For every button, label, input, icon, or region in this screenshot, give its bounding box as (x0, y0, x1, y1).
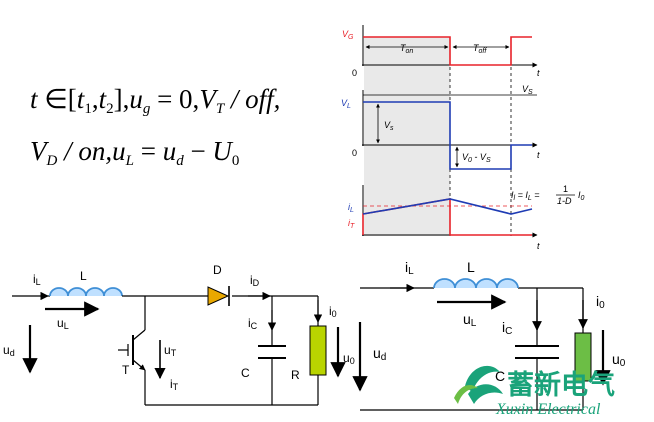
right-c-label: C (495, 368, 505, 384)
ut-label: uT (164, 343, 177, 358)
equation-line-1: t ∈[t1,t2],ug = 0,VT / off, (30, 84, 280, 117)
il-waveform (362, 198, 533, 215)
waveform-panel: VG Ton Toff 0 t VS VL Vs 0 t V0 - VS iL … (341, 25, 585, 251)
left-u0-label: u0 (343, 351, 355, 366)
svg-text:I0: I0 (578, 190, 585, 202)
logo-leaf-icon (454, 365, 503, 404)
right-resistor (574, 332, 592, 382)
right-u0-label: u0 (612, 351, 626, 369)
left-ic-label: iC (248, 316, 258, 331)
time-label-1: t (537, 68, 540, 78)
left-ul-label: uL (57, 316, 69, 331)
right-ul-label: uL (463, 311, 477, 329)
id-label: iD (250, 273, 260, 288)
right-ic-label: iC (502, 319, 512, 337)
transistor-symbol (118, 329, 146, 371)
equation: t ∈[t1,t2],ug = 0,VT / off, VD / on,uL =… (30, 84, 280, 169)
v0vs-label: V0 - VS (462, 152, 491, 164)
vg-label: VG (342, 29, 354, 41)
left-ud-label: ud (3, 343, 15, 358)
vs-top-label: VS (522, 84, 533, 96)
left-boost-circuit (12, 291, 319, 406)
logo-english-text: Xuxin Electrical (495, 401, 601, 418)
left-il-label: iL (33, 272, 41, 287)
right-il-label: iL (405, 259, 414, 277)
right-i0-label: i0 (596, 293, 605, 311)
zero-label-2: 0 (352, 148, 357, 158)
right-l-label: L (467, 259, 475, 275)
left-i0-label: i0 (329, 304, 337, 319)
equation-line-2: VD / on,uL = ud − U0 (30, 136, 239, 169)
left-resistor (309, 325, 327, 376)
il-formula: Il = IL = 1 1-D I0 (511, 184, 585, 206)
time-label-3: t (537, 241, 540, 251)
time-label-2: t (537, 150, 540, 160)
zero-label-1: 0 (352, 68, 357, 78)
left-inductor-coil (49, 287, 123, 297)
vl-label: VL (341, 98, 351, 110)
right-ud-label: ud (373, 345, 386, 363)
left-l-label: L (80, 269, 87, 283)
svg-text:1-D: 1-D (557, 196, 572, 206)
diode-symbol (207, 286, 230, 306)
transistor-label: T (122, 363, 130, 377)
it-label-circuit: iT (170, 377, 179, 392)
toff-label: Toff (473, 43, 487, 55)
right-inductor-coil (433, 278, 519, 289)
ton-label: Ton (400, 43, 413, 55)
left-r-label: R (291, 368, 300, 382)
vs-mid-label: Vs (384, 120, 394, 132)
it-label: iT (348, 218, 355, 230)
logo-chinese-text: 蓄新电气 (507, 369, 615, 401)
xuxin-logo: 蓄新电气 Xuxin Electrical (454, 365, 615, 418)
il-label: iL (348, 202, 354, 214)
svg-text:1: 1 (563, 184, 568, 194)
vl-waveform (363, 101, 532, 170)
diode-label: D (213, 263, 222, 277)
vg-waveform (363, 36, 532, 66)
left-c-label: C (241, 366, 250, 380)
svg-text:Il = IL =: Il = IL = (511, 190, 540, 202)
